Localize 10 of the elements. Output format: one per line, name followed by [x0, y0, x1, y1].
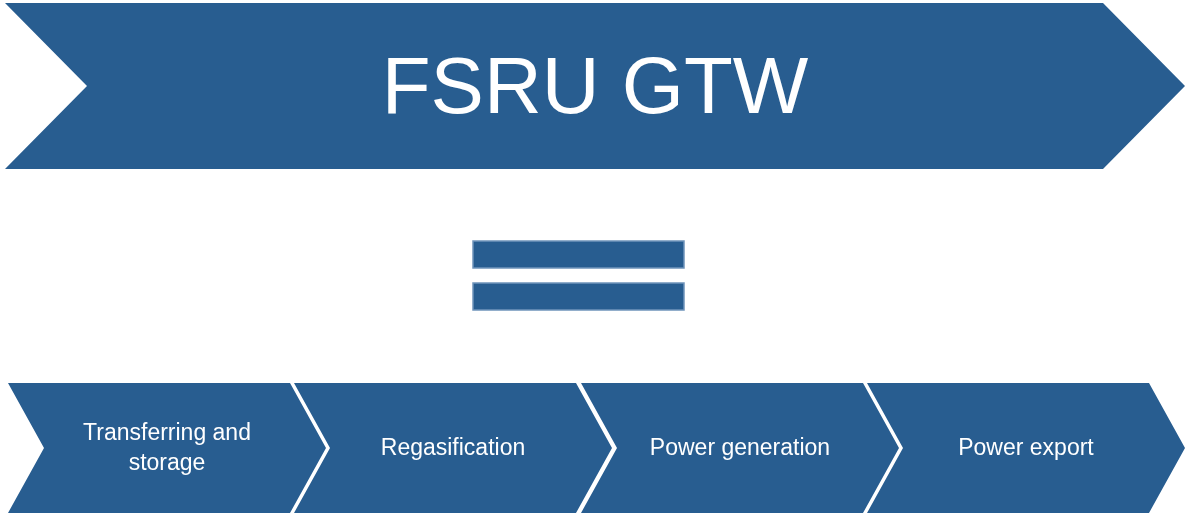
chevron-shape — [581, 383, 899, 513]
chevron-shape — [8, 383, 326, 513]
chevron-label: FSRU GTW — [381, 40, 809, 132]
chevron-label: Regasification — [380, 433, 526, 463]
chevron-shape — [5, 3, 1185, 169]
chevron-label: Transferring and storage — [82, 418, 252, 477]
chevron-label: Power export — [958, 433, 1094, 463]
chevron-shape — [294, 383, 612, 513]
chevron-shape — [867, 383, 1185, 513]
chevron-label: Power generation — [649, 433, 831, 463]
